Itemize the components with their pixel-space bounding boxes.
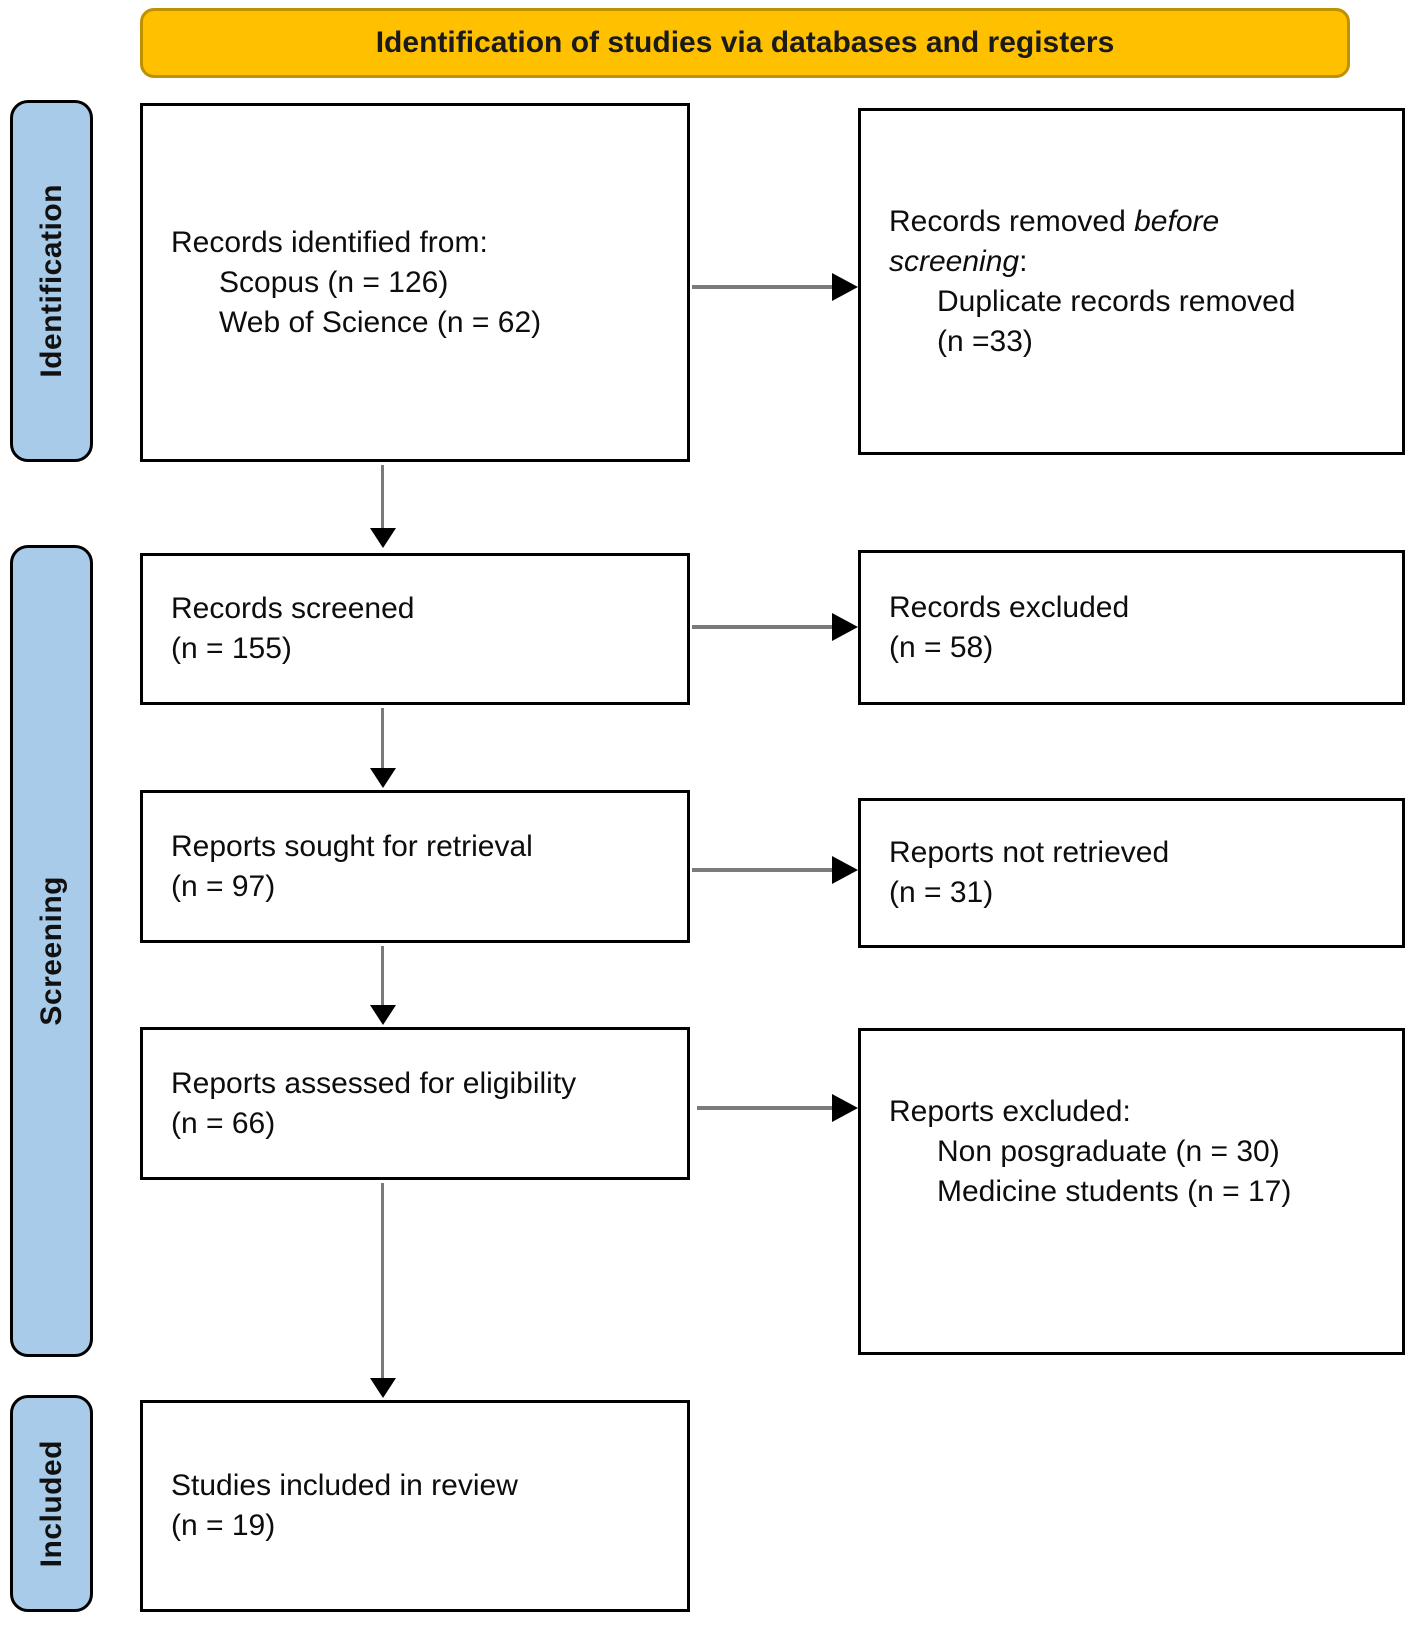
arrow-assessed-to-included-line (381, 1183, 384, 1379)
records-excluded-line1: Records excluded (889, 590, 1130, 624)
box-records-identified: Records identified from: Scopus (n = 126… (140, 103, 690, 462)
arrow-assessed-to-included-head (370, 1378, 396, 1398)
reports-sought-line2: (n = 97) (171, 869, 276, 903)
records-excluded-line2: (n = 58) (889, 630, 994, 664)
records-removed-line3: Duplicate records removed (937, 284, 1296, 318)
arrow-screened-to-excluded-head (832, 613, 858, 641)
arrow-sought-to-notretrieved-line (692, 868, 834, 872)
stage-screening: Screening (10, 545, 93, 1357)
stage-included-label: Included (34, 1439, 68, 1568)
box-reports-excluded: Reports excluded: Non posgraduate (n = 3… (858, 1028, 1405, 1355)
stage-screening-label: Screening (34, 876, 68, 1026)
box-records-excluded: Records excluded (n = 58) (858, 550, 1405, 705)
reports-assessed-line2: (n = 66) (171, 1106, 276, 1140)
reports-not-retrieved-line2: (n = 31) (889, 876, 994, 909)
arrow-assessed-to-reportsexcluded-line (697, 1106, 834, 1110)
banner-title: Identification of studies via databases … (375, 26, 1115, 59)
reports-excluded-line2: Non posgraduate (n = 30) (937, 1134, 1280, 1168)
arrow-sought-to-assessed-head (370, 1005, 396, 1025)
arrow-identified-to-removed-head (832, 273, 858, 301)
stage-included: Included (10, 1395, 93, 1612)
box-records-removed: Records removed before screening: Duplic… (858, 108, 1405, 455)
reports-sought-line1: Reports sought for retrieval (171, 829, 533, 863)
arrow-screened-to-sought-line (381, 708, 384, 770)
box-records-screened: Records screened (n = 155) (140, 553, 690, 705)
records-identified-line2: Scopus (n = 126) (219, 265, 449, 299)
box-reports-not-retrieved: Reports not retrieved (n = 31) (858, 798, 1405, 948)
records-screened-line2: (n = 155) (171, 632, 292, 665)
reports-excluded-line1: Reports excluded: (889, 1094, 1131, 1128)
arrow-identified-to-screened-head (370, 528, 396, 548)
arrow-identified-to-screened-line (381, 465, 384, 530)
studies-included-line2: (n = 19) (171, 1509, 276, 1542)
records-removed-line2: screening: (889, 244, 1028, 278)
reports-not-retrieved-line1: Reports not retrieved (889, 836, 1170, 869)
studies-included-line1: Studies included in review (171, 1469, 518, 1502)
arrow-identified-to-removed-line (692, 285, 834, 289)
arrow-assessed-to-reportsexcluded-head (832, 1094, 858, 1122)
records-removed-line4: (n =33) (937, 324, 1033, 358)
arrow-sought-to-notretrieved-head (832, 856, 858, 884)
records-identified-line3: Web of Science (n = 62) (219, 305, 542, 339)
records-identified-line1: Records identified from: (171, 225, 488, 259)
stage-identification: Identification (10, 100, 93, 462)
box-reports-assessed: Reports assessed for eligibility (n = 66… (140, 1027, 690, 1180)
arrow-screened-to-sought-head (370, 768, 396, 788)
records-removed-line1: Records removed before (889, 204, 1220, 238)
box-studies-included: Studies included in review (n = 19) (140, 1400, 690, 1612)
arrow-sought-to-assessed-line (381, 946, 384, 1006)
reports-assessed-line1: Reports assessed for eligibility (171, 1066, 577, 1100)
banner-identification-of-studies: Identification of studies via databases … (140, 8, 1350, 78)
records-screened-line1: Records screened (171, 592, 415, 625)
stage-identification-label: Identification (34, 184, 68, 378)
reports-excluded-line3: Medicine students (n = 17) (937, 1174, 1292, 1208)
arrow-screened-to-excluded-line (692, 625, 834, 629)
box-reports-sought: Reports sought for retrieval (n = 97) (140, 790, 690, 943)
